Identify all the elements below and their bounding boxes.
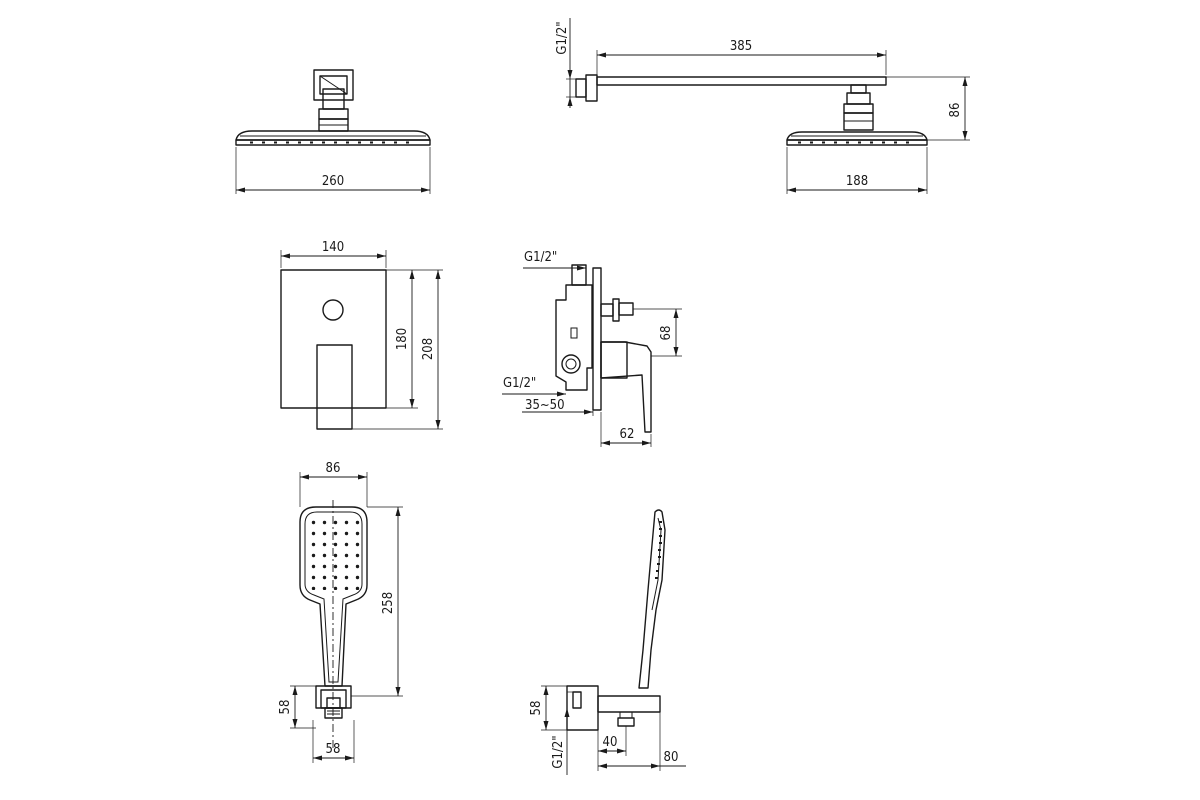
hand-shower-front-view: 86 258 58 58	[278, 461, 403, 763]
dim-valve-top-thread: G1/2"	[524, 250, 557, 265]
dim-plate-width: 140	[322, 240, 344, 255]
dim-arm-drop: 86	[948, 103, 963, 118]
dim-plate-outer-height: 208	[421, 338, 436, 360]
dim-handle-projection: 62	[620, 427, 635, 442]
dim-head-front-width: 260	[322, 174, 344, 189]
dim-holder-outlet-offset: 40	[603, 735, 618, 750]
dim-holder-projection: 80	[664, 750, 679, 765]
dim-handshower-length: 258	[381, 592, 396, 614]
hand-shower-side-view: 58 G1/2" 40 80	[529, 509, 686, 775]
dim-holder-front-height: 58	[278, 700, 293, 715]
dim-valve-depth: 35~50	[525, 398, 565, 413]
dim-arm-thread: G1/2"	[555, 21, 570, 54]
mixer-plate-front-view: 140 180 208	[280, 240, 443, 430]
dim-valve-outlet-offset: 68	[659, 326, 674, 341]
dim-holder-front-width: 58	[326, 742, 341, 757]
dim-arm-length: 385	[730, 39, 752, 54]
shower-head-side-view: 385 G1/2" 86 188	[555, 18, 970, 194]
dim-holder-side-height: 58	[529, 701, 544, 716]
dim-holder-thread: G1/2"	[551, 735, 566, 768]
shower-head-front-view: 260	[235, 69, 431, 194]
dim-plate-inner-height: 180	[395, 328, 410, 350]
dim-handshower-width: 86	[326, 461, 341, 476]
dim-valve-bottom-thread: G1/2"	[503, 376, 536, 391]
mixer-valve-side-view: G1/2" 68 G1/2" 35~50 62	[502, 250, 682, 447]
dim-head-side-width: 188	[846, 174, 868, 189]
